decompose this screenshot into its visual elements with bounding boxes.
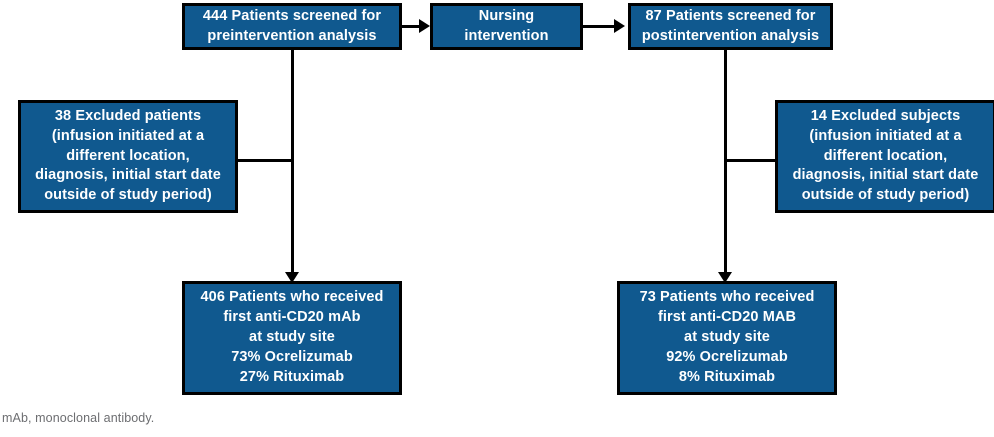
arrowhead-down-left-icon bbox=[285, 272, 299, 283]
node-line: Nursing bbox=[478, 7, 535, 24]
arrowhead-down-right-icon bbox=[718, 272, 732, 283]
connector-vertical-preintervention bbox=[291, 50, 294, 279]
figure-footnote: mAb, monoclonal antibody. bbox=[2, 411, 155, 425]
node-line: first anti-CD20 MAB bbox=[657, 309, 797, 326]
node-line: different location, bbox=[66, 147, 190, 164]
node-line: (infusion initiated at a bbox=[809, 127, 962, 144]
node-line: 8% Rituximab bbox=[678, 368, 776, 385]
node-line: 38 Excluded patients bbox=[54, 107, 202, 124]
node-line: 92% Ocrelizumab bbox=[666, 348, 788, 365]
node-received-postintervention: 73 Patients who received first anti-CD20… bbox=[617, 281, 837, 395]
node-line: preintervention analysis bbox=[207, 27, 377, 44]
node-screened-preintervention: 444 Patients screened for preinterventio… bbox=[182, 3, 402, 50]
node-line: 444 Patients screened for bbox=[202, 7, 382, 24]
arrowhead-right-nursing-icon bbox=[419, 19, 430, 33]
node-line: 73 Patients who received bbox=[639, 289, 815, 306]
connector-nursing-to-postintervention bbox=[583, 25, 616, 28]
node-line: at study site bbox=[684, 329, 770, 346]
node-line: outside of study period) bbox=[44, 187, 212, 204]
node-excluded-preintervention: 38 Excluded patients (infusion initiated… bbox=[18, 100, 238, 213]
connector-branch-excluded-left bbox=[238, 159, 293, 162]
connector-vertical-postintervention bbox=[724, 50, 727, 279]
node-line: first anti-CD20 mAb bbox=[223, 309, 361, 326]
node-line: at study site bbox=[249, 329, 335, 346]
node-nursing-intervention: Nursing intervention bbox=[430, 3, 583, 50]
node-excluded-postintervention: 14 Excluded subjects (infusion initiated… bbox=[775, 100, 994, 213]
node-line: diagnosis, initial start date bbox=[792, 167, 979, 184]
node-line: 27% Rituximab bbox=[239, 368, 345, 385]
node-line: (infusion initiated at a bbox=[51, 127, 205, 144]
node-line: 87 Patients screened for bbox=[645, 7, 816, 24]
node-line: postintervention analysis bbox=[641, 27, 820, 44]
node-line: intervention bbox=[464, 27, 549, 44]
node-line: diagnosis, initial start date bbox=[35, 167, 221, 184]
connector-branch-excluded-right bbox=[724, 159, 777, 162]
arrowhead-right-postintervention-icon bbox=[614, 19, 625, 33]
node-line: 73% Ocrelizumab bbox=[231, 348, 353, 365]
node-line: outside of study period) bbox=[801, 187, 970, 204]
node-line: 406 Patients who received bbox=[200, 289, 384, 306]
node-line: different location, bbox=[823, 147, 948, 164]
connector-screened-to-nursing bbox=[402, 25, 422, 28]
node-screened-postintervention: 87 Patients screened for postinterventio… bbox=[628, 3, 833, 50]
node-line: 14 Excluded subjects bbox=[810, 107, 961, 124]
node-received-preintervention: 406 Patients who received first anti-CD2… bbox=[182, 281, 402, 395]
